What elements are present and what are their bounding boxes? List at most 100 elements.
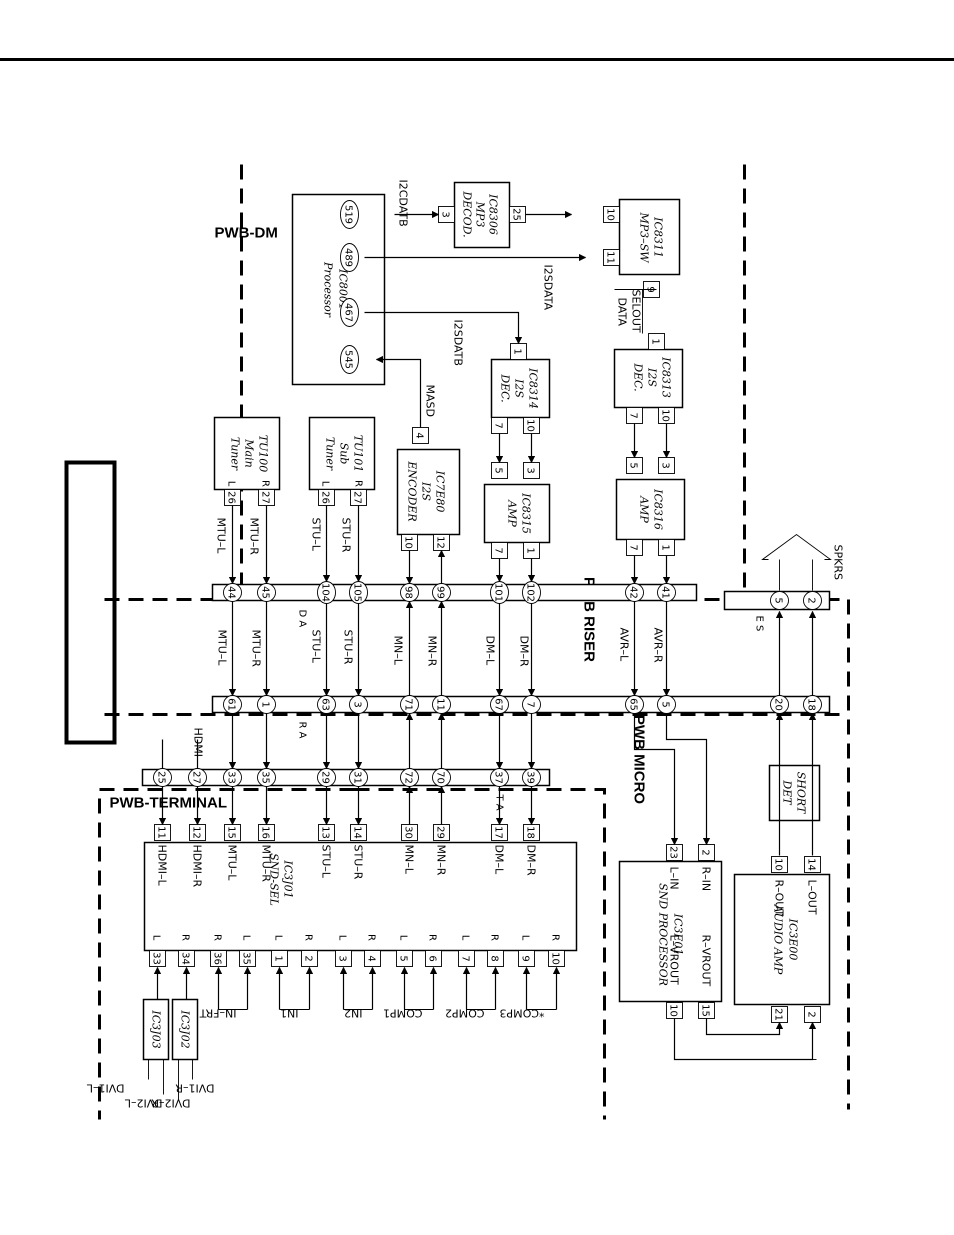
svg-text:2: 2 bbox=[806, 597, 817, 603]
svg-text:STU–R: STU–R bbox=[352, 845, 365, 880]
svg-text:4: 4 bbox=[414, 432, 425, 438]
ic3j03-label: IC3J03 bbox=[150, 1009, 163, 1048]
svg-text:L: L bbox=[226, 481, 237, 487]
svg-text:8: 8 bbox=[489, 955, 500, 961]
svg-text:4: 4 bbox=[366, 955, 377, 961]
svg-text:65: 65 bbox=[628, 698, 639, 711]
svg-text:29: 29 bbox=[320, 771, 331, 784]
svg-text:7: 7 bbox=[493, 547, 504, 553]
frame-box bbox=[64, 460, 117, 745]
ic3j02-label: IC3J02 bbox=[179, 1009, 192, 1048]
svg-text:3: 3 bbox=[337, 955, 348, 961]
svg-text:R: R bbox=[427, 934, 438, 941]
ic3e00-label: IC3E00 bbox=[787, 918, 800, 961]
i2sdata-label: I2SDATA bbox=[542, 265, 555, 311]
rin-label: R–IN bbox=[700, 867, 713, 892]
svg-text:1: 1 bbox=[650, 338, 661, 344]
ra-pins: 18 20 5 65 7 67 11 71 3 63 1 61 bbox=[223, 695, 822, 714]
svg-text:31: 31 bbox=[352, 771, 363, 784]
hdmi-label: HDMI bbox=[192, 728, 205, 757]
svg-text:67: 67 bbox=[493, 698, 504, 711]
tu101-sub2: Tuner bbox=[324, 437, 337, 471]
ic8314-sub1: I2S bbox=[513, 378, 526, 398]
short-det-box bbox=[768, 764, 821, 822]
svg-text:5: 5 bbox=[773, 597, 784, 603]
ic8316-label: IC8316 bbox=[652, 488, 665, 530]
ic8314-label: IC8314 bbox=[527, 367, 540, 409]
svg-text:MTU–R: MTU–R bbox=[260, 845, 273, 883]
svg-text:42: 42 bbox=[628, 586, 639, 599]
masd-label: MASD bbox=[424, 385, 437, 417]
svg-text:R: R bbox=[212, 934, 223, 941]
pwb-terminal-outline-r bbox=[98, 788, 355, 1120]
ic3j03-box bbox=[142, 998, 170, 1061]
svg-text:467: 467 bbox=[343, 303, 354, 322]
svg-text:9: 9 bbox=[520, 955, 531, 961]
ic3e00-box bbox=[733, 873, 831, 1006]
svg-text:34: 34 bbox=[180, 952, 191, 965]
svg-text:5: 5 bbox=[628, 462, 639, 468]
rout-label: R–OUT bbox=[773, 880, 786, 917]
svg-text:L: L bbox=[241, 935, 252, 941]
svg-text:489: 489 bbox=[343, 248, 354, 267]
svg-text:L: L bbox=[337, 935, 348, 941]
ic7e80-box bbox=[396, 448, 461, 536]
svg-text:37: 37 bbox=[493, 771, 504, 784]
data-label: DATA bbox=[616, 298, 629, 327]
ic8311-sub: MP3–SW bbox=[638, 211, 651, 264]
svg-text:63: 63 bbox=[320, 698, 331, 711]
svg-text:41: 41 bbox=[660, 586, 671, 599]
ic3e00-sub: AUDIO AMP bbox=[772, 904, 785, 975]
svg-text:29: 29 bbox=[435, 826, 446, 839]
svg-text:7: 7 bbox=[525, 701, 536, 707]
svg-text:26: 26 bbox=[226, 491, 237, 504]
svg-text:MN–R: MN–R bbox=[426, 636, 439, 667]
svg-text:L: L bbox=[398, 935, 409, 941]
svg-text:3: 3 bbox=[440, 211, 451, 217]
ic3j01-label: IC3J01 bbox=[282, 859, 295, 898]
svg-text:36: 36 bbox=[212, 952, 223, 965]
svg-text:72: 72 bbox=[403, 771, 414, 784]
svg-text:27: 27 bbox=[352, 491, 363, 504]
svg-text:35: 35 bbox=[260, 771, 271, 784]
svg-text:15: 15 bbox=[226, 826, 237, 839]
svg-text:STU–L: STU–L bbox=[320, 845, 333, 879]
ic8306-sub1: MP3 bbox=[474, 201, 487, 228]
input-arrows bbox=[214, 966, 561, 1010]
connector-ra bbox=[211, 695, 831, 714]
svg-text:STU–L: STU–L bbox=[310, 630, 323, 664]
svg-text:6: 6 bbox=[427, 955, 438, 961]
svg-text:33: 33 bbox=[226, 771, 237, 784]
svg-text:2: 2 bbox=[806, 1011, 817, 1017]
svg-text:R: R bbox=[260, 480, 271, 487]
svg-text:11: 11 bbox=[605, 251, 616, 264]
pwb-dm-title: PWB-DM bbox=[215, 225, 278, 242]
ic8001-box bbox=[291, 193, 386, 386]
tu101-sub1: Sub bbox=[338, 443, 351, 465]
svg-text:10: 10 bbox=[525, 419, 536, 432]
svg-text:33: 33 bbox=[151, 952, 162, 965]
ic8313-label: IC8313 bbox=[660, 356, 673, 398]
pwb-micro-title: PWB MICRO bbox=[631, 715, 648, 804]
ic8315-sub: AMP bbox=[506, 499, 519, 527]
tu101-label: TU101 bbox=[352, 435, 365, 473]
pwb-terminal-outline bbox=[354, 788, 606, 1120]
connector-da-label: D A bbox=[297, 610, 308, 628]
ic8001-sub: Processor bbox=[322, 261, 335, 318]
svg-text:102: 102 bbox=[525, 583, 536, 602]
ic8313-sub2: DEC. bbox=[632, 362, 645, 391]
svg-text:MN–R: MN–R bbox=[435, 845, 448, 876]
svg-text:DVI2–L: DVI2–L bbox=[124, 1097, 163, 1110]
ic8306-label: IC8306 bbox=[487, 193, 500, 235]
svg-text:R: R bbox=[550, 934, 561, 941]
svg-text:R: R bbox=[353, 480, 364, 487]
svg-text:27: 27 bbox=[260, 491, 271, 504]
i2sdatb-label: I2SDATB bbox=[452, 320, 465, 366]
top-rule bbox=[0, 58, 954, 61]
ic3j01-bottom-pins: 10 9 8 7 6 5 4 3 2 1 35 36 34 33 bbox=[149, 950, 565, 967]
ic3e01-sub: SND PROCESSOR bbox=[657, 883, 670, 986]
svg-text:DVI1–L: DVI1–L bbox=[86, 1082, 125, 1095]
svg-text:98: 98 bbox=[403, 586, 414, 599]
svg-text:L: L bbox=[320, 481, 331, 487]
ic7e80-sub1: I2S bbox=[420, 481, 433, 501]
